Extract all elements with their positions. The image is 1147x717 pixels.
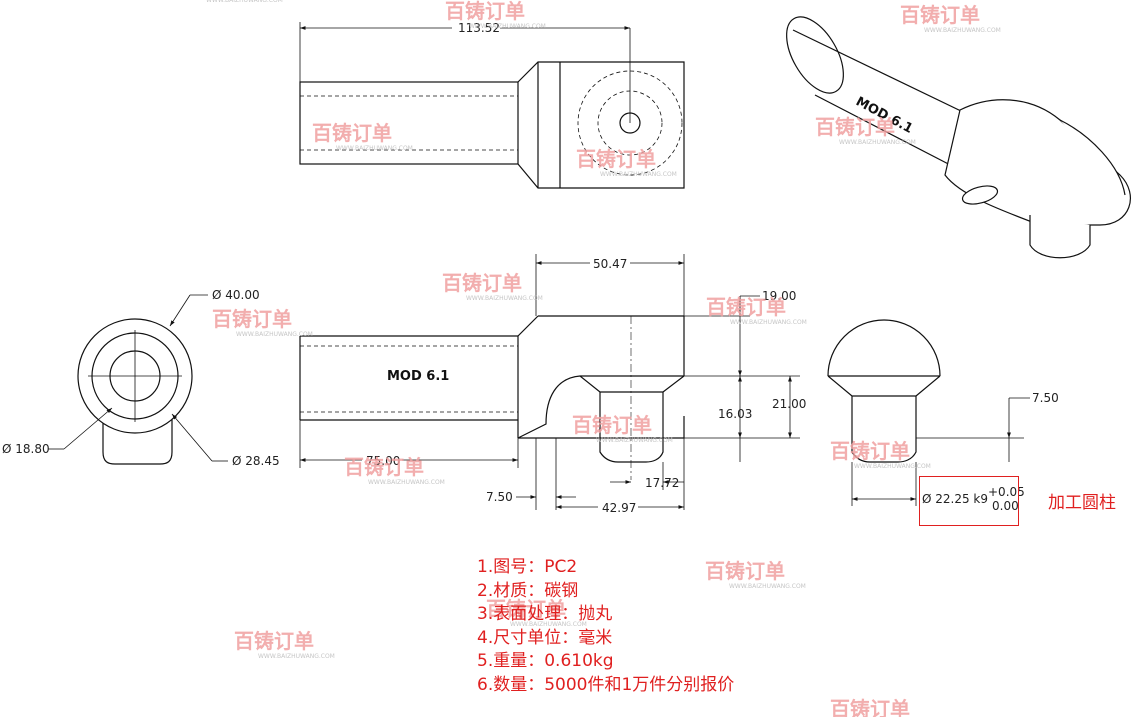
watermark-logo: 百铸订单 — [830, 439, 910, 463]
watermark-logo: 百铸订单 — [705, 559, 785, 583]
tolerance-highlight-box — [919, 476, 1019, 526]
dim-mid-dia: Ø 28.45 — [232, 454, 280, 468]
dim-tol-upper: +0.05 — [988, 485, 1025, 499]
watermark-url: WWW.BAIZHUWANG.COM — [466, 295, 543, 302]
dim-inner-dia: Ø 18.80 — [2, 442, 50, 456]
watermark-url: WWW.BAIZHUWANG.COM — [206, 0, 283, 4]
watermark-logo: 百铸订单 — [234, 629, 314, 653]
watermark-url: WWW.BAIZHUWANG.COM — [854, 463, 931, 470]
dim-end-offset: 7.50 — [486, 490, 513, 504]
note-item: 3.表面处理：抛丸 — [477, 604, 613, 624]
watermark-url: WWW.BAIZHUWANG.COM — [336, 145, 413, 152]
dim-tol-lower: 0.00 — [992, 499, 1019, 513]
watermark-url: WWW.BAIZHUWANG.COM — [839, 139, 916, 146]
front-part-label: MOD 6.1 — [387, 369, 449, 384]
watermark-logo: 百铸订单 — [442, 271, 522, 295]
note-item: 5.重量：0.610kg — [477, 651, 614, 671]
watermark-logo: 百铸订单 — [830, 697, 910, 717]
dim-section-depth: 7.50 — [1032, 391, 1059, 405]
watermark-logo: 百铸订单 — [344, 455, 424, 479]
dim-hole-offset: 17.72 — [645, 476, 679, 490]
note-item: 2.材质：碳钢 — [477, 580, 579, 601]
end-view — [48, 294, 228, 465]
watermark-logo: 百铸订单 — [445, 0, 525, 23]
watermark-logo: 百铸订单 — [486, 597, 566, 621]
watermark-logo: 百铸订单 — [706, 295, 786, 319]
top-view — [299, 22, 685, 189]
note-item: 4.尺寸单位：毫米 — [477, 627, 613, 648]
dim-top-offset: 19.00 — [762, 289, 796, 303]
watermark-url: WWW.BAIZHUWANG.COM — [258, 653, 335, 660]
dim-base-length: 42.97 — [602, 501, 636, 515]
watermark-logo: 百铸订单 — [572, 413, 652, 437]
section-view — [827, 319, 1030, 506]
watermark-logo: 百铸订单 — [900, 3, 980, 27]
dim-overall-length: 113.52 — [458, 21, 500, 35]
watermark-logo: 百铸订单 — [312, 121, 392, 145]
dim-outer-dia: Ø 40.00 — [212, 288, 260, 302]
watermark-url: WWW.BAIZHUWANG.COM — [510, 621, 587, 628]
dim-head-height: 21.00 — [772, 397, 806, 411]
watermark-url: WWW.BAIZHUWANG.COM — [924, 27, 1001, 34]
dim-head-length: 50.47 — [593, 257, 627, 271]
technical-notes: 1.图号：PC2 2.材质：碳钢 3.表面处理：抛丸 4.尺寸单位：毫米 5.重… — [477, 556, 734, 697]
dim-hole-depth: 16.03 — [718, 407, 752, 421]
watermark-url: WWW.BAIZHUWANG.COM — [368, 479, 445, 486]
watermark-logo: 百铸订单 — [212, 307, 292, 331]
watermark-url: WWW.BAIZHUWANG.COM — [596, 437, 673, 444]
note-item: 1.图号：PC2 — [477, 557, 578, 577]
iso-view — [786, 16, 1131, 259]
watermark-url: WWW.BAIZHUWANG.COM — [469, 23, 546, 30]
watermark-logo: 百铸订单 — [576, 147, 656, 171]
note-item: 6.数量：5000件和1万件分别报价 — [477, 674, 735, 695]
dim-shank-length: 75.00 — [366, 454, 400, 468]
front-view — [299, 254, 800, 510]
watermark-url: WWW.BAIZHUWANG.COM — [236, 331, 313, 338]
watermark-url: WWW.BAIZHUWANG.COM — [730, 319, 807, 326]
watermark-url: WWW.BAIZHUWANG.COM — [729, 583, 806, 590]
machining-note: 加工圆柱 — [1048, 493, 1116, 513]
watermark-url: WWW.BAIZHUWANG.COM — [600, 171, 677, 178]
dim-tol-dia: Ø 22.25 k9 — [922, 492, 988, 506]
watermark-logo: 百铸订单 — [815, 115, 895, 139]
